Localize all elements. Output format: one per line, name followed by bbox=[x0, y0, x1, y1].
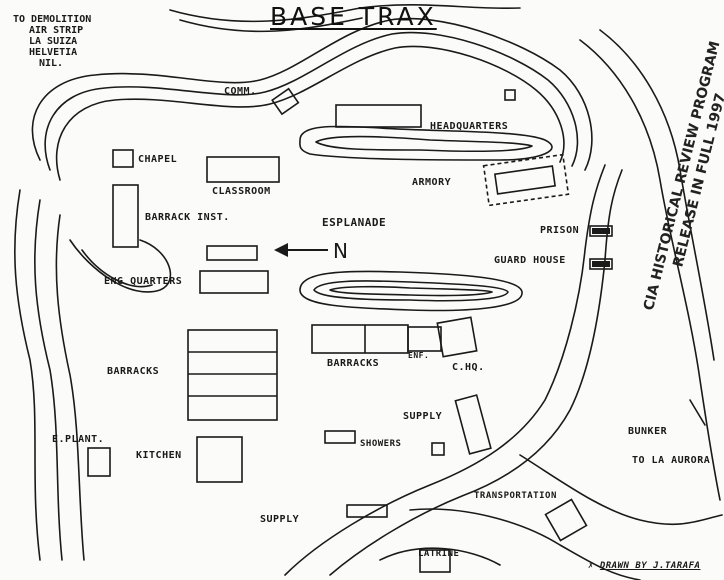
label-chq: C.HQ. bbox=[452, 362, 485, 373]
small-building bbox=[504, 89, 516, 101]
barrack-inst-building bbox=[112, 184, 139, 248]
destination-note: TO DEMOLITION AIR STRIP LA SUIZA HELVETI… bbox=[13, 14, 91, 69]
small-building bbox=[206, 245, 258, 261]
destination-note-line: AIR STRIP bbox=[29, 25, 84, 36]
supply-south-building bbox=[346, 504, 388, 518]
label-to-la-aurora: TO LA AURORA bbox=[632, 455, 711, 466]
credit-text: DRAWN BY J.TARAFA bbox=[599, 561, 701, 571]
kitchen-building bbox=[196, 436, 243, 483]
label-bunker: BUNKER bbox=[628, 426, 668, 437]
label-kitchen: KITCHEN bbox=[136, 450, 182, 461]
label-esplanade: ESPLANADE bbox=[322, 216, 387, 229]
contour-line bbox=[409, 508, 641, 580]
chq-building bbox=[436, 316, 478, 358]
contour-line bbox=[13, 189, 41, 561]
credit-line: ✗ DRAWN BY J.TARAFA bbox=[588, 561, 701, 571]
destination-note-line: LA SUIZA bbox=[29, 36, 78, 47]
contour-line bbox=[313, 280, 509, 302]
contour-line bbox=[519, 454, 723, 526]
chapel-building bbox=[112, 149, 134, 168]
label-eng-quarters: ENG QUARTERS bbox=[104, 276, 183, 287]
eng-quarters-building bbox=[199, 270, 269, 294]
north-arrow-head bbox=[274, 243, 288, 257]
map-title: BASE TRAX bbox=[270, 2, 437, 31]
label-armory: ARMORY bbox=[412, 177, 452, 188]
road bbox=[329, 169, 623, 576]
comm-building bbox=[271, 87, 300, 116]
guard-house bbox=[589, 258, 613, 270]
showers-building bbox=[324, 430, 356, 444]
e-plant-building bbox=[87, 447, 111, 477]
label-supply-south: SUPPLY bbox=[260, 514, 300, 525]
label-latrine: LATRINE bbox=[418, 549, 460, 559]
headquarters-building bbox=[335, 104, 422, 128]
contour-line bbox=[689, 399, 706, 426]
gate-bar bbox=[592, 261, 610, 267]
contour-line bbox=[329, 285, 493, 297]
label-transportation: TRANSPORTATION bbox=[474, 491, 557, 501]
contour-line bbox=[299, 270, 523, 312]
label-supply-east: SUPPLY bbox=[403, 411, 443, 422]
contour-line bbox=[315, 135, 533, 152]
label-chapel: CHAPEL bbox=[138, 154, 178, 165]
label-barrack-inst: BARRACK INST. bbox=[145, 212, 230, 223]
destination-note-line: TO DEMOLITION bbox=[13, 14, 92, 25]
north-label: N bbox=[333, 239, 349, 263]
contour-line bbox=[55, 45, 565, 181]
contour-line bbox=[379, 547, 501, 566]
contour-line bbox=[44, 31, 579, 171]
enf-building bbox=[407, 326, 442, 352]
classroom-building bbox=[206, 156, 280, 183]
road bbox=[284, 164, 606, 576]
label-enf: ENF. bbox=[408, 351, 430, 360]
label-e-plant: E.PLANT. bbox=[52, 434, 105, 445]
label-classroom: CLASSROOM bbox=[212, 186, 271, 197]
label-headquarters: HEADQUARTERS bbox=[430, 121, 509, 132]
contour-line bbox=[599, 29, 715, 361]
label-guard-house: GUARD HOUSE bbox=[494, 255, 566, 266]
contour-line bbox=[169, 4, 521, 23]
barracks-east-building bbox=[311, 324, 409, 354]
label-barracks-west: BARRACKS bbox=[107, 366, 160, 377]
contour-line bbox=[33, 199, 63, 561]
contour-line bbox=[31, 17, 593, 171]
guard-house bbox=[589, 225, 613, 237]
destination-note-line: HELVETIA bbox=[29, 47, 78, 58]
label-showers: SHOWERS bbox=[360, 439, 402, 449]
label-barracks-east: BARRACKS bbox=[327, 358, 380, 369]
contour-line bbox=[55, 214, 85, 561]
label-prison: PRISON bbox=[540, 225, 580, 236]
contour-line bbox=[69, 239, 172, 293]
contour-line bbox=[579, 39, 721, 501]
destination-note-line: NIL. bbox=[39, 58, 64, 69]
latrine-building bbox=[419, 549, 451, 573]
armory-building bbox=[493, 165, 557, 195]
contour-line bbox=[81, 249, 153, 288]
transportation-building bbox=[544, 498, 588, 542]
contour-line bbox=[179, 17, 363, 33]
contour-line bbox=[299, 125, 553, 161]
barracks-west-building bbox=[187, 329, 278, 421]
small-building bbox=[431, 442, 445, 456]
label-comm: COMM. bbox=[224, 86, 257, 97]
supply-east-building bbox=[454, 394, 492, 455]
armory-fence bbox=[482, 153, 570, 207]
gate-bar bbox=[592, 228, 610, 234]
